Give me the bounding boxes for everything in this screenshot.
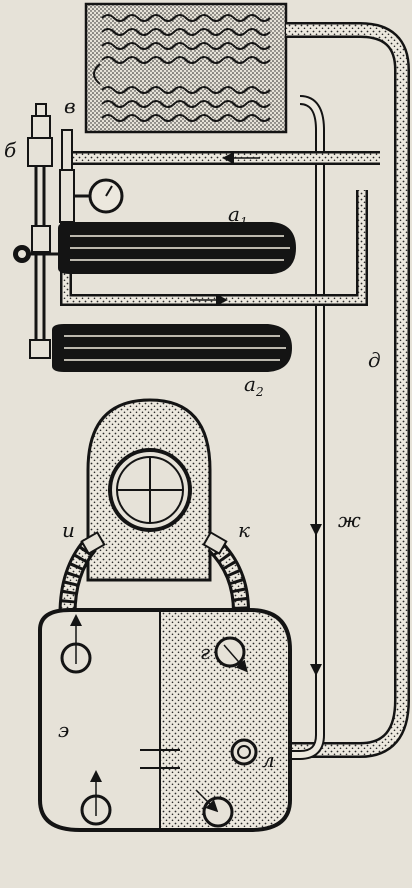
label-l: л: [262, 748, 275, 772]
label-e: э: [58, 718, 70, 742]
label-zh: ж: [338, 508, 361, 532]
label-d: д: [368, 348, 381, 372]
valve-k: [202, 531, 228, 555]
pressure-gauge-icon: [74, 178, 124, 214]
label-k: к: [238, 518, 250, 542]
label-v: в: [64, 94, 76, 118]
inhale-line-zh: [240, 95, 325, 760]
breathing-bag: [38, 608, 292, 832]
cylinder-a2: [52, 324, 292, 372]
coil-bend: [93, 63, 101, 85]
valve-icon: [13, 245, 58, 263]
valve-assembly: [27, 103, 75, 359]
helmet: [86, 398, 212, 582]
absorber-coil: [101, 14, 271, 122]
label-a1: a1: [228, 202, 248, 229]
label-i: и: [62, 518, 75, 542]
regenerative-box: [84, 2, 288, 134]
label-b: б: [4, 138, 17, 162]
label-a2: a2: [244, 372, 264, 399]
return-hose-d: [230, 22, 410, 758]
cylinder-a1: [58, 222, 296, 274]
valve-i: [80, 531, 106, 555]
label-g: г: [200, 640, 211, 664]
